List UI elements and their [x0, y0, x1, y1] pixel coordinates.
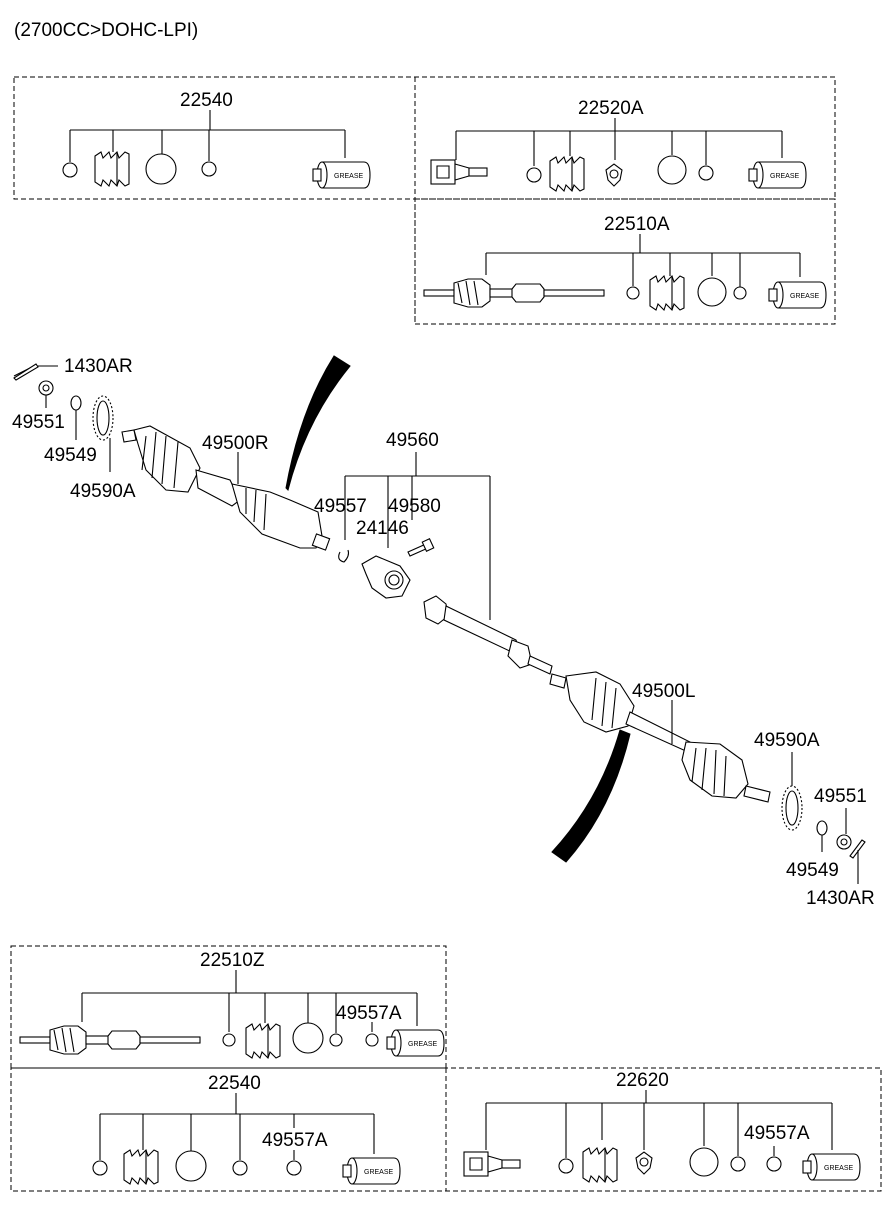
part-label: 1430AR [806, 888, 875, 909]
right-hub-hardware: 1430AR 49551 49549 49590A [12, 356, 136, 502]
snap-ring-icon [766, 1156, 782, 1172]
kit-22510z: 22510Z 49557A GREASE [19, 950, 445, 1059]
part-label: 49551 [814, 786, 867, 807]
cotter-pin-icon [13, 363, 39, 381]
engine-spec-title: (2700CC>DOHC-LPI) [14, 20, 198, 41]
kit-label: 22510Z [200, 950, 265, 971]
drive-shaft-icon [423, 278, 605, 308]
cv-housing-icon [430, 159, 488, 185]
clamp-ring-icon [730, 1156, 746, 1172]
kit-sub-label: 49557A [262, 1130, 328, 1151]
part-label: 49560 [386, 430, 439, 451]
kit-label: 22540 [180, 90, 233, 111]
clamp-ring-icon [62, 162, 78, 178]
part-label: 49551 [12, 412, 65, 433]
callout-swoosh-bottom [551, 729, 631, 863]
cv-boot-icon [245, 1023, 281, 1059]
kit-label: 22510A [604, 214, 670, 235]
clamp-band-icon [175, 1150, 207, 1182]
bearing-bracket-group: 49560 49557 49580 24146 [314, 430, 491, 620]
clamp-ring-icon [222, 1033, 236, 1047]
clamp-band-icon [657, 155, 687, 185]
hub-nut-icon [836, 834, 852, 850]
grease-tube-icon: GREASE [802, 1153, 861, 1181]
kit-box-bottom [10, 945, 882, 1192]
clamp-ring-icon [626, 286, 640, 300]
clamp-ring-icon [526, 167, 542, 183]
kit-sub-label: 49557A [744, 1123, 810, 1144]
part-label: 49590A [70, 481, 136, 502]
clamp-band-icon [292, 1022, 324, 1054]
washer-icon [816, 820, 828, 836]
grease-tube-icon: GREASE [768, 281, 827, 309]
svg-text:GREASE: GREASE [408, 1041, 438, 1048]
drive-shaft-left: 49500L [549, 671, 771, 803]
kit-label: 22520A [578, 98, 644, 119]
svg-text:GREASE: GREASE [364, 1169, 394, 1176]
cotter-pin-icon [849, 839, 866, 859]
cv-boot-icon [582, 1147, 618, 1183]
kit-box-top [13, 76, 836, 325]
hub-nut-icon [38, 380, 54, 396]
part-label: 49500R [202, 433, 269, 454]
cv-boot-icon [649, 275, 685, 311]
part-label: 49500L [632, 681, 695, 702]
kit-sub-label: 49557A [336, 1003, 402, 1024]
svg-text:GREASE: GREASE [824, 1165, 854, 1172]
grease-tube-icon: GREASE [748, 161, 807, 189]
svg-text:GREASE: GREASE [790, 293, 820, 300]
clamp-band-icon [145, 153, 177, 185]
part-label: 1430AR [64, 356, 133, 377]
clamp-band-icon [689, 1147, 719, 1177]
part-label: 49549 [44, 445, 97, 466]
part-label: 49557 [314, 496, 367, 517]
cv-boot-icon [94, 151, 130, 187]
drive-shaft-icon [19, 1025, 201, 1055]
washer-icon [70, 395, 82, 411]
kit-22520a: 22520A GREASE [430, 98, 807, 192]
clamp-ring-icon [92, 1160, 108, 1176]
cv-boot-icon [549, 156, 585, 192]
clamp-ring-icon [733, 286, 747, 300]
cv-boot-icon [123, 1149, 159, 1185]
grease-tube-icon: GREASE [342, 1157, 401, 1185]
clamp-ring-icon [698, 165, 714, 181]
tripod-joint-icon [605, 163, 623, 187]
part-label: 24146 [356, 518, 409, 539]
kit-22540-top: 22540 GREASE [62, 90, 371, 189]
part-label: 49590A [754, 730, 820, 751]
left-hub-hardware: 49590A 49549 49551 1430AR [754, 730, 875, 909]
clamp-ring-icon [329, 1033, 343, 1047]
clamp-ring-icon [232, 1160, 248, 1176]
clamp-ring-icon [558, 1158, 574, 1174]
snap-ring-icon [338, 549, 350, 563]
drive-shaft-right: 49500R [121, 425, 331, 551]
snap-ring-icon [365, 1033, 379, 1047]
part-label: 49549 [786, 860, 839, 881]
clamp-band-icon [697, 277, 727, 307]
clamp-ring-icon [201, 161, 217, 177]
intermediate-shaft [423, 595, 553, 675]
tripod-joint-icon [635, 1151, 653, 1175]
kit-label: 22620 [616, 1070, 669, 1091]
svg-text:GREASE: GREASE [334, 173, 364, 180]
kit-22620: 22620 49557A GREASE [463, 1070, 861, 1183]
kit-22510a: 22510A GREASE [423, 214, 827, 311]
snap-ring-icon [286, 1160, 302, 1176]
kit-label: 22540 [208, 1073, 261, 1094]
kit-22540-bottom: 22540 49557A GREASE [92, 1073, 401, 1185]
grease-tube-icon: GREASE [312, 161, 371, 189]
cv-housing-icon [463, 1151, 521, 1177]
callout-swoosh-top [285, 355, 351, 491]
part-label: 49580 [388, 496, 441, 517]
grease-tube-icon: GREASE [386, 1029, 445, 1057]
svg-text:GREASE: GREASE [770, 173, 800, 180]
